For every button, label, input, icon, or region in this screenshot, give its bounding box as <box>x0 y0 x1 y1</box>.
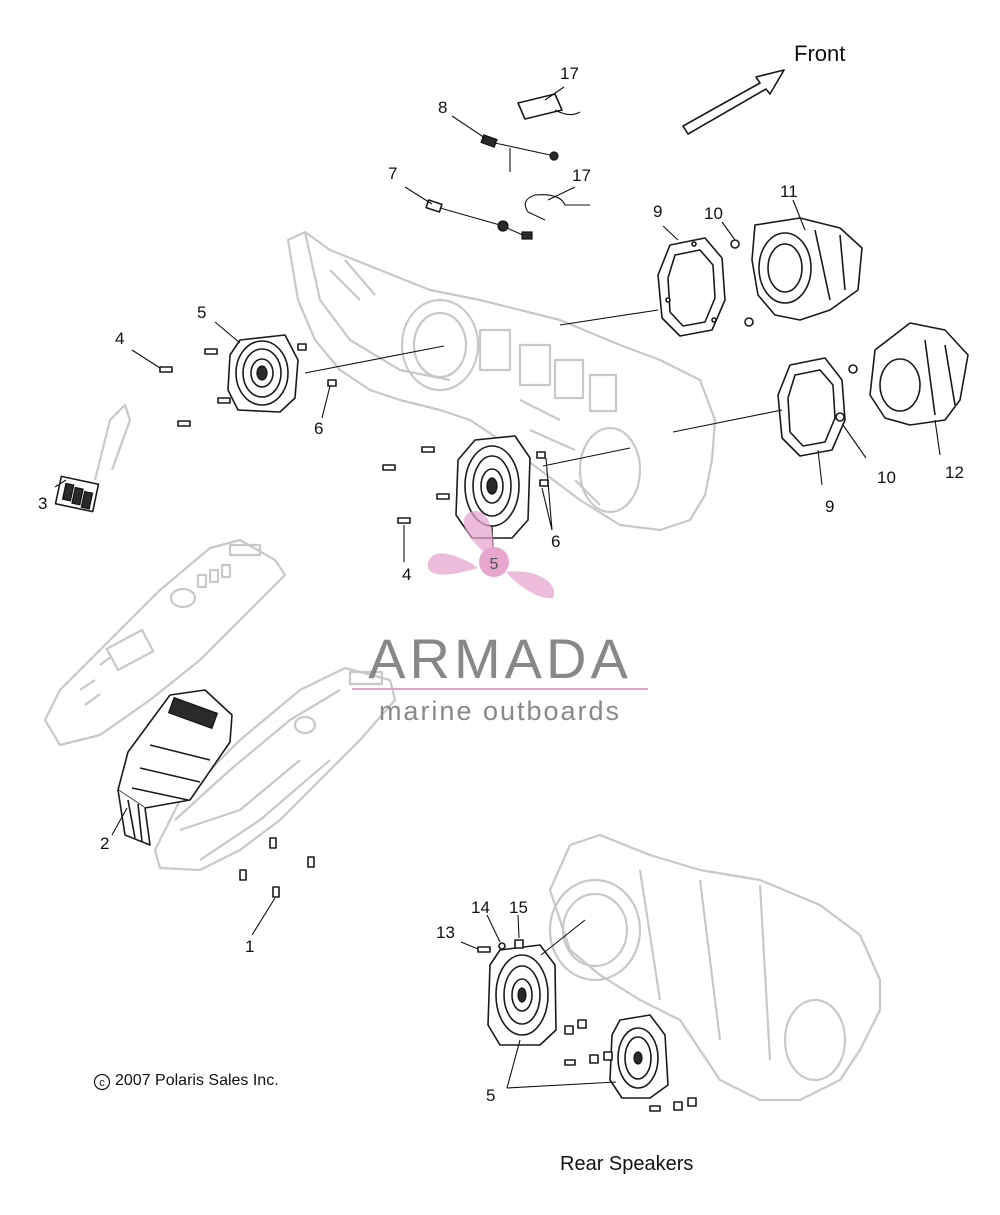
dashboard-frame-ghost <box>286 230 717 532</box>
watermark-divider <box>352 688 648 690</box>
callout-4-upper: 4 <box>115 329 124 348</box>
front-label: Front <box>794 41 846 66</box>
watermark-brand: ARMADA <box>368 627 632 690</box>
callout-5-rear: 5 <box>486 1086 495 1105</box>
callout-1: 1 <box>245 937 254 956</box>
copyright-text: 2007 Polaris Sales Inc. <box>115 1072 279 1089</box>
propeller-logo <box>427 510 555 599</box>
part-5-speaker-rear-right <box>609 1014 669 1099</box>
callout-16: 17 <box>560 64 579 83</box>
callout-15: 15 <box>509 898 528 917</box>
part-2-radio-unit <box>117 689 233 846</box>
part-9-gasket-upper <box>657 237 726 337</box>
center-tub-ghost <box>153 666 397 872</box>
callout-11: 11 <box>780 182 798 201</box>
callout-9-lower: 9 <box>825 497 834 516</box>
part-5-speaker-rear-left <box>487 944 557 1046</box>
part-17-tie <box>524 194 590 221</box>
callout-10-upper: 10 <box>704 204 723 223</box>
screws <box>159 343 697 1112</box>
leader-lines <box>54 86 941 1089</box>
callout-17: 17 <box>572 166 591 185</box>
callout-8: 8 <box>438 98 447 117</box>
part-10-nuts <box>730 239 858 422</box>
rear-speakers-caption: Rear Speakers <box>560 1153 694 1175</box>
part-16-pad <box>517 93 581 120</box>
callout-14: 14 <box>471 898 490 917</box>
part-3-switch <box>54 403 132 513</box>
watermark-tagline: marine outboards <box>379 696 621 726</box>
part-7-harness <box>425 199 533 240</box>
callout-12: 12 <box>945 463 964 482</box>
callout-9-upper: 9 <box>653 202 662 221</box>
watermark: 5 ARMADA marine outboards <box>352 510 648 726</box>
part-12-speaker-housing <box>869 322 969 426</box>
callout-numbers: 17 8 7 17 9 10 11 5 4 6 3 10 12 9 6 4 2 … <box>38 64 964 1105</box>
part-9-gasket-lower <box>777 357 846 457</box>
callout-5-upper: 5 <box>197 303 206 322</box>
callout-6-upper: 6 <box>314 419 323 438</box>
callout-13: 13 <box>436 923 455 942</box>
callout-2: 2 <box>100 834 109 853</box>
part-8-sensor <box>480 134 559 172</box>
callout-7: 7 <box>388 164 397 183</box>
callout-3: 3 <box>38 494 47 513</box>
console-ghost <box>43 538 287 747</box>
rear-body-ghost <box>548 833 882 1102</box>
watermark-badge: 5 <box>490 556 499 573</box>
callout-10-lower: 10 <box>877 468 896 487</box>
part-5-speaker-upper-left <box>227 334 299 413</box>
callout-4-lower: 4 <box>402 565 411 584</box>
front-arrow <box>682 69 785 135</box>
copyright-symbol: c <box>99 1077 105 1089</box>
callout-6-lower: 6 <box>551 532 560 551</box>
copyright-circle <box>93 1073 111 1091</box>
part-11-speaker-housing <box>751 217 863 321</box>
